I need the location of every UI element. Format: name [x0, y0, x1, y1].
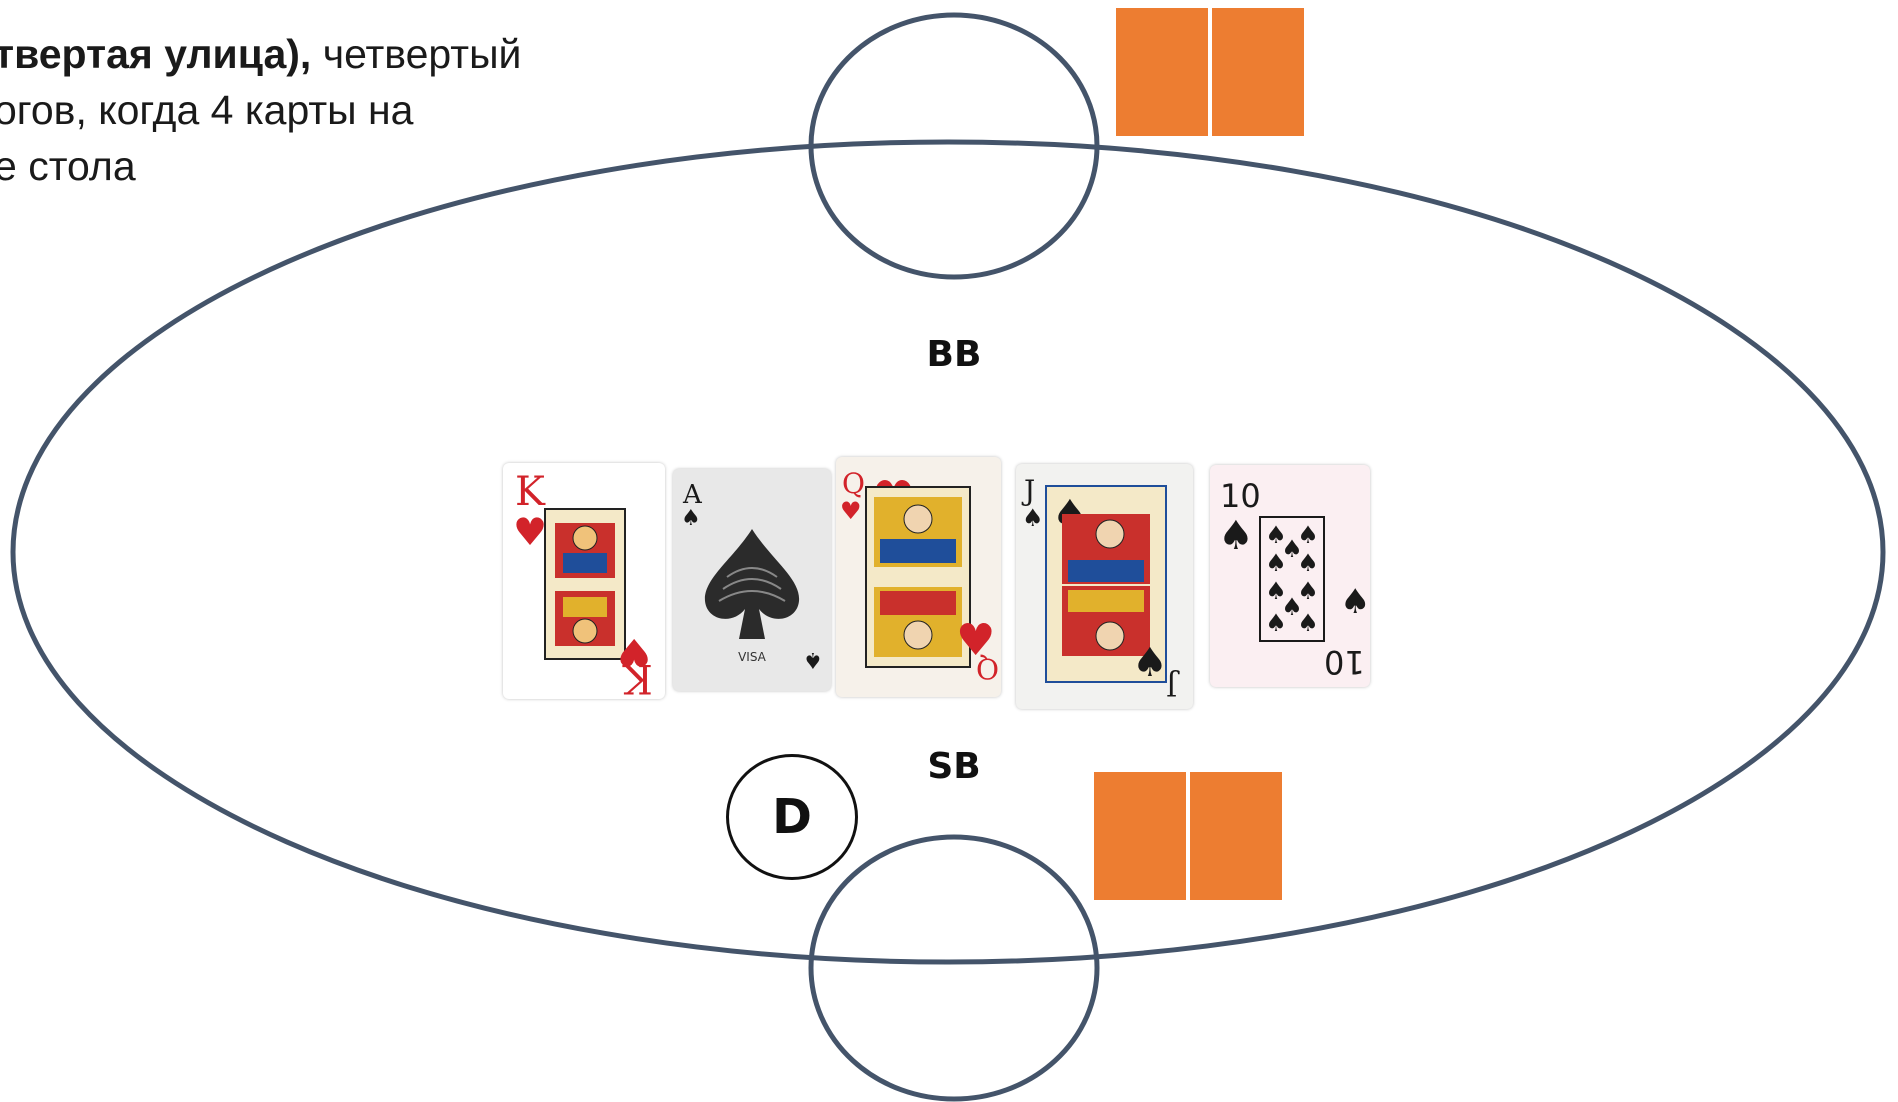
svg-text:♠: ♠ — [1297, 521, 1319, 549]
board-card-king-hearts: K ♥ ♥ K — [503, 463, 665, 699]
table-outline — [10, 139, 1886, 965]
card-rank-bottom: K — [622, 655, 653, 699]
hole-card-top-left — [1116, 8, 1208, 136]
svg-text:♠: ♠ — [1297, 609, 1319, 637]
card-suit: ♠ — [681, 506, 701, 531]
card-rank: 10 — [1220, 477, 1261, 515]
card-rank: J — [1021, 474, 1035, 507]
caption-line-2: огов, когда 4 карты на — [0, 87, 414, 133]
board-card-ten-spades: 10 ♠ ♠♠ ♠ ♠♠ ♠♠ ♠ ♠♠ ♠ 10 — [1210, 465, 1370, 687]
svg-text:♠: ♠ — [1297, 549, 1319, 577]
hole-card-bottom-right — [1190, 772, 1282, 900]
card-rank: K — [515, 469, 546, 515]
hole-card-bottom-left — [1094, 772, 1186, 900]
dealer-button: D — [726, 754, 858, 880]
svg-text:♠: ♠ — [1265, 609, 1287, 637]
svg-text:♠: ♠ — [1297, 577, 1319, 605]
svg-text:♠: ♠ — [1265, 521, 1287, 549]
caption-line-3: е стола — [0, 143, 136, 189]
card-rank-bottom: J — [1166, 669, 1180, 702]
card-suit-bottom: ♥ — [617, 630, 651, 674]
svg-text:♠: ♠ — [1265, 549, 1287, 577]
street-description: твертая улица), четвертый огов, когда 4 … — [0, 26, 614, 194]
card-suit: ♠ — [1022, 504, 1044, 532]
card-back-text: VISA — [738, 650, 767, 664]
svg-text:♠: ♠ — [1265, 577, 1287, 605]
svg-text:♠: ♠ — [1281, 593, 1303, 621]
svg-text:♠: ♠ — [1281, 535, 1303, 563]
position-bb-label: BB — [926, 334, 982, 375]
hole-card-top-right — [1212, 8, 1304, 136]
svg-text:♠: ♠ — [1340, 582, 1370, 622]
position-sb-label: SB — [927, 746, 981, 787]
card-rank-bottom: Q — [976, 652, 999, 685]
card-rank-bottom: 10 — [1324, 643, 1365, 681]
caption-rest: четвертый — [311, 31, 522, 77]
seat-top — [808, 12, 1100, 280]
board-card-queen-hearts: Q ♥ ♥ ♥ Q — [836, 457, 1001, 697]
card-suit: ♥ — [840, 497, 862, 525]
board-card-jack-spades: J ♠ ♠ ♠ J — [1016, 464, 1193, 709]
card-suit: ♠ — [1218, 513, 1254, 559]
card-rank: A — [682, 480, 703, 510]
caption-line-1: твертая улица), четвертый — [0, 26, 614, 82]
card-rank: Q — [842, 467, 865, 500]
card-suit: ♥ — [513, 510, 547, 554]
svg-text:♥: ♥ — [956, 615, 995, 666]
card-suit-bottom: ♠ — [803, 647, 823, 672]
caption-bold: твертая улица), — [0, 31, 312, 77]
svg-text:♠: ♠ — [1132, 640, 1168, 686]
seat-bottom — [808, 834, 1100, 1102]
board-card-ace-spades: A ♠ VISA ♠ — [673, 469, 831, 691]
